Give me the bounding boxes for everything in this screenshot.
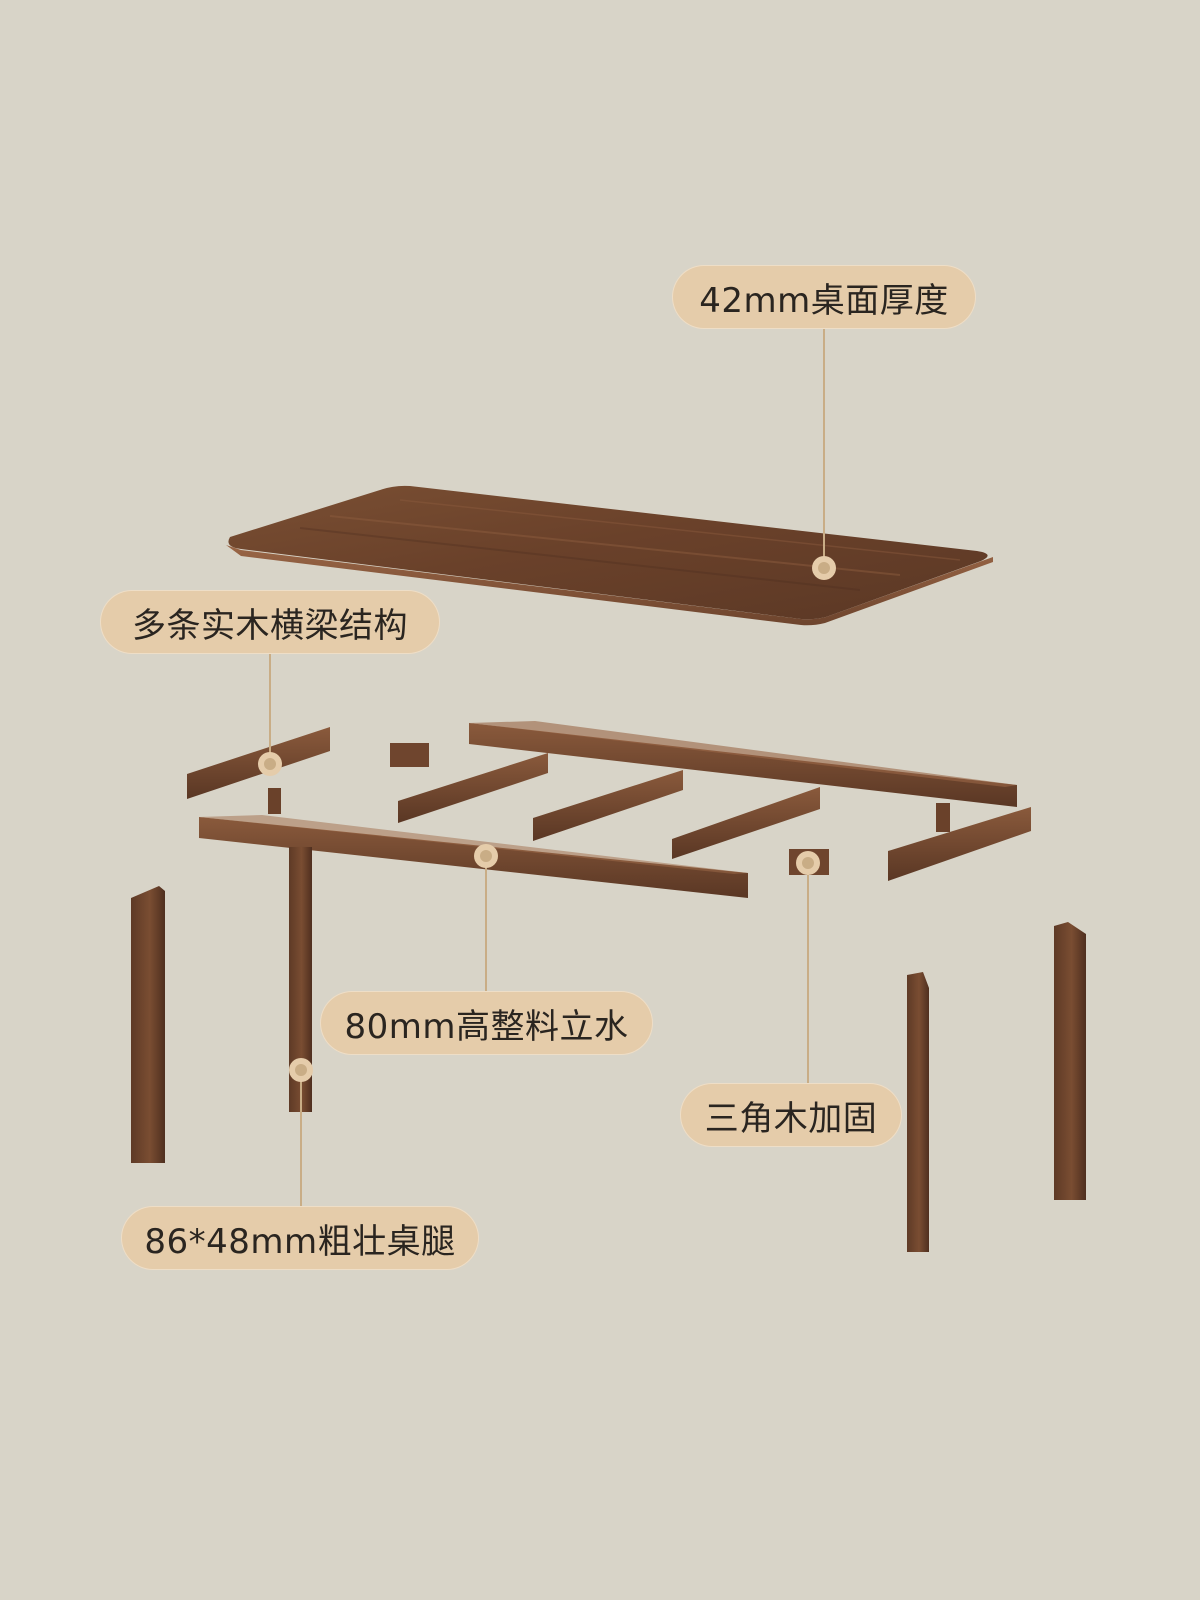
callout-leg-size: 86*48mm粗壮桌腿 bbox=[121, 1206, 479, 1270]
callout-beam-structure: 多条实木横梁结构 bbox=[100, 590, 440, 654]
corner-block-1 bbox=[390, 743, 429, 767]
back-apron bbox=[469, 721, 1017, 807]
leader-lines bbox=[269, 329, 825, 1206]
side-beam-right bbox=[888, 807, 1031, 881]
callout-apron-height: 80mm高整料立水 bbox=[320, 991, 653, 1055]
leg-front-left bbox=[131, 886, 165, 1163]
leg-back-right bbox=[1054, 922, 1086, 1200]
tabletop bbox=[226, 485, 993, 626]
cross-beams bbox=[187, 727, 1031, 881]
leg-front-right bbox=[907, 972, 929, 1252]
cross-beam-3 bbox=[672, 787, 820, 859]
leg-middle-left bbox=[289, 847, 312, 1112]
cross-beam-2 bbox=[533, 770, 683, 841]
pin-dots bbox=[258, 556, 836, 1082]
tabletop-surface bbox=[228, 485, 988, 620]
front-apron bbox=[199, 815, 748, 898]
cross-beam-1 bbox=[398, 753, 548, 823]
table-legs bbox=[131, 847, 1086, 1252]
callout-tabletop-thickness: 42mm桌面厚度 bbox=[672, 265, 976, 329]
corner-block-4 bbox=[268, 788, 281, 814]
callout-corner-block: 三角木加固 bbox=[680, 1083, 902, 1147]
corner-block-3 bbox=[936, 803, 950, 832]
